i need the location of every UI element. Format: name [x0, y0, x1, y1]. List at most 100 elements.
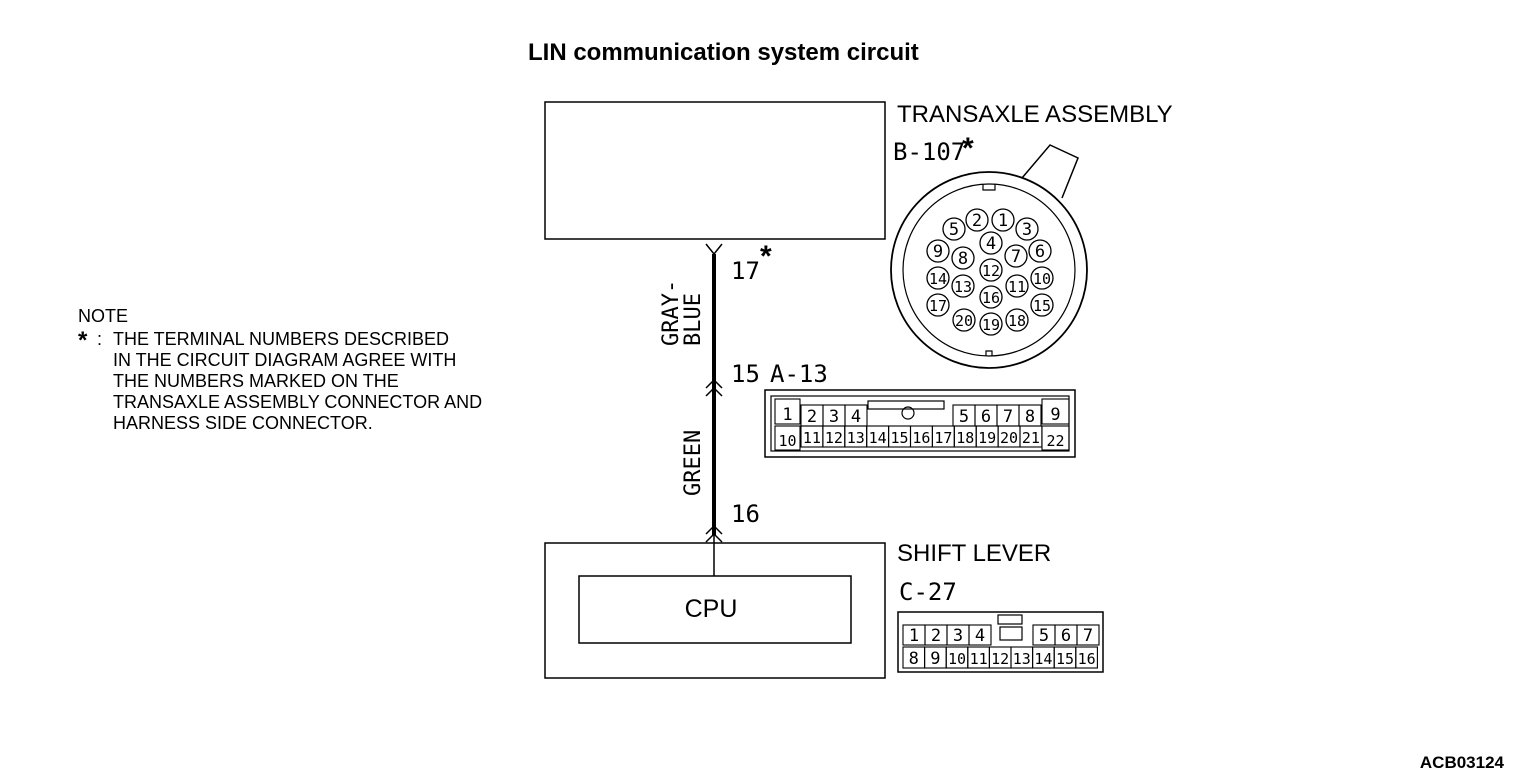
b107-pin-6: 6	[1028, 239, 1052, 263]
c27-pin-number: 5	[1039, 626, 1049, 646]
a13-pin-cell	[1041, 398, 1070, 425]
b107-pin-3: 3	[1015, 217, 1039, 241]
b107-pin-15: 15	[1030, 293, 1054, 317]
note-star: *	[78, 327, 88, 354]
b107-pin-number: 17	[929, 297, 947, 315]
cpu-label: CPU	[685, 595, 738, 623]
a13-pin-2: 2	[800, 404, 824, 427]
b107-star: *	[962, 132, 974, 165]
c27-connector-symbol	[705, 524, 723, 543]
c27-pin-8: 8	[902, 646, 926, 669]
a13-pin-number: 15	[891, 429, 909, 447]
b107-pin-circle	[1028, 239, 1052, 263]
c27-pin-16: 16	[1075, 646, 1098, 669]
b107-pin-19: 19	[979, 312, 1003, 336]
a13-pin-7: 7	[996, 404, 1020, 427]
a13-pin-number: 17	[934, 429, 952, 447]
a13-pin-number: 8	[1025, 407, 1035, 427]
c27-pin-number: 6	[1061, 626, 1071, 646]
a13-pin-8: 8	[1018, 404, 1042, 427]
note-line: THE NUMBERS MARKED ON THE	[113, 371, 399, 391]
b107-pin-14: 14	[926, 266, 950, 290]
a13-pin-5: 5	[952, 404, 976, 427]
c27-pin-10: 10	[945, 646, 969, 669]
c27-pin-number: 3	[953, 626, 963, 646]
c27-pin-number: 15	[1056, 650, 1074, 668]
b107-pin-circle	[979, 231, 1003, 255]
a13-outline	[764, 389, 1076, 458]
a13-pin-number: 5	[959, 407, 969, 427]
b107-pin-number: 9	[933, 242, 943, 262]
b107-pin-circle	[979, 312, 1003, 336]
note-line: IN THE CIRCUIT DIAGRAM AGREE WITH	[113, 350, 457, 370]
b107-pin-circle	[1004, 244, 1028, 268]
b107-pin-number: 15	[1033, 297, 1051, 315]
a13-pin-4: 4	[844, 404, 868, 427]
a13-pin-number: 18	[956, 429, 974, 447]
b107-pin-number: 14	[929, 270, 947, 288]
b107-pin-circle	[1005, 308, 1029, 332]
a13-pin-number: 13	[847, 429, 865, 447]
b107-pin-number: 3	[1022, 220, 1032, 240]
c27-pin-number: 1	[909, 626, 919, 646]
cpu-box	[578, 575, 852, 644]
a13-pin-12: 12	[822, 425, 846, 448]
c27-pin-number: 16	[1078, 650, 1096, 668]
b107-pin-11: 11	[1005, 274, 1029, 298]
shift-lever-label: SHIFT LEVER	[897, 540, 1051, 567]
c27-pin-4: 4	[968, 624, 992, 646]
c27-connector-label: C-27	[899, 578, 957, 606]
c27-pin-number: 7	[1083, 626, 1093, 646]
b107-pin-number: 8	[958, 249, 968, 269]
a13-connector-label: A-13	[770, 360, 828, 388]
c27-pin-number: 13	[1013, 650, 1031, 668]
b107-pin-circle	[979, 285, 1003, 309]
b107-pin-number: 4	[986, 234, 996, 254]
b107-pin-number: 2	[972, 211, 982, 231]
a13-pin-number: 20	[1000, 429, 1018, 447]
wire-color-blue: BLUE	[681, 293, 706, 346]
c27-pin-12: 12	[988, 646, 1012, 669]
b107-pin-18: 18	[1005, 308, 1029, 332]
b107-pin-8: 8	[951, 246, 975, 270]
a13-pin-number: 16	[912, 429, 930, 447]
terminal-17-label: 17	[731, 257, 760, 285]
c27-pin-13: 13	[1010, 646, 1034, 669]
terminal-16-label: 16	[731, 500, 760, 528]
a13-pin-number: 11	[803, 429, 821, 447]
b107-pin-circle	[926, 266, 950, 290]
a13-pin-6: 6	[974, 404, 998, 427]
b107-pin-circle	[952, 308, 976, 332]
a13-lock-hole	[901, 406, 915, 420]
figure-id: ACB03124	[1420, 753, 1505, 772]
a13-pin-1: 1	[774, 398, 801, 425]
b107-pin-13: 13	[951, 274, 975, 298]
c27-pin-11: 11	[967, 646, 990, 669]
b107-pin-circle	[991, 208, 1015, 232]
b107-pin-number: 19	[982, 316, 1000, 334]
diagram-title: LIN communication system circuit	[528, 39, 919, 66]
b107-pin-20: 20	[952, 308, 976, 332]
c27-pin-number: 9	[930, 649, 940, 669]
note-heading: NOTE	[78, 306, 129, 326]
b107-connector-label: B-107	[893, 138, 965, 166]
a13-pin-number: 19	[978, 429, 996, 447]
c27-pin-cell	[968, 624, 992, 646]
wire-harness	[705, 243, 723, 576]
b107-pin-16: 16	[979, 285, 1003, 309]
a13-pin-3: 3	[822, 404, 846, 427]
c27-pin-number: 11	[970, 650, 988, 668]
c27-pin-cell	[1075, 646, 1098, 669]
b107-pin-circle	[1015, 217, 1039, 241]
a13-pin-17: 17	[931, 425, 955, 448]
b107-pin-9: 9	[926, 239, 950, 263]
a13-pin-number: 22	[1046, 432, 1064, 450]
a13-pin-number: 4	[851, 407, 861, 427]
b107-pin-4: 4	[979, 231, 1003, 255]
transaxle-assembly-box	[544, 101, 886, 240]
a13-pin-22: 22	[1041, 425, 1070, 451]
b107-pin-circle	[951, 246, 975, 270]
a13-pin-10: 10	[774, 425, 801, 451]
